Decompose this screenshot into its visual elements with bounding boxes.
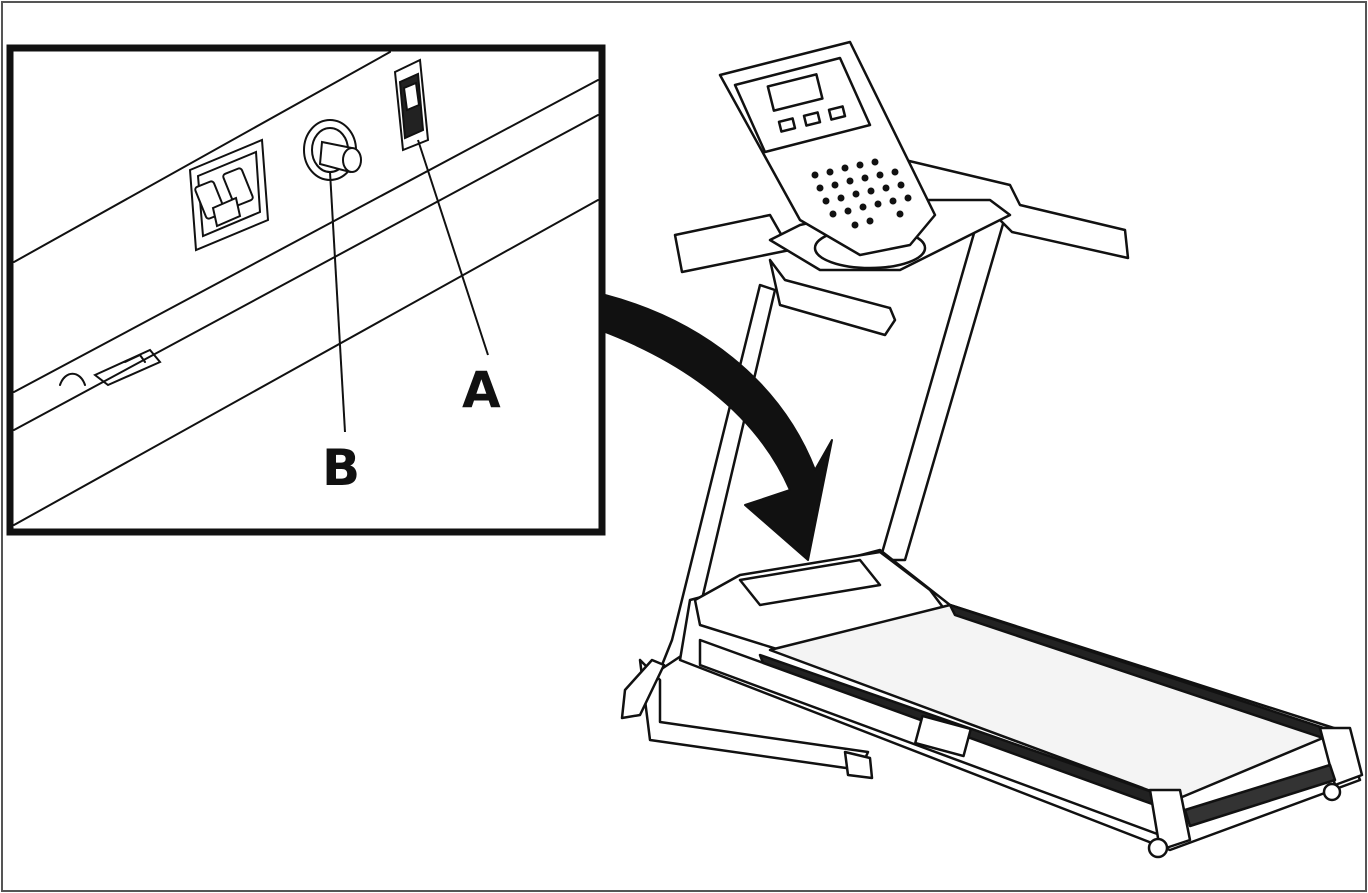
treadmill-icon <box>620 40 1364 859</box>
power-switch-icon[interactable] <box>393 58 430 152</box>
power-inlet-icon <box>188 138 270 252</box>
callout-label-b: B <box>322 439 361 497</box>
leader-line-b <box>329 171 346 433</box>
reset-button-icon[interactable] <box>303 119 362 181</box>
callout-label-a: A <box>462 361 501 419</box>
curved-arrow-icon <box>599 294 833 561</box>
detail-inset <box>6 44 606 536</box>
leader-line-a <box>417 139 489 356</box>
